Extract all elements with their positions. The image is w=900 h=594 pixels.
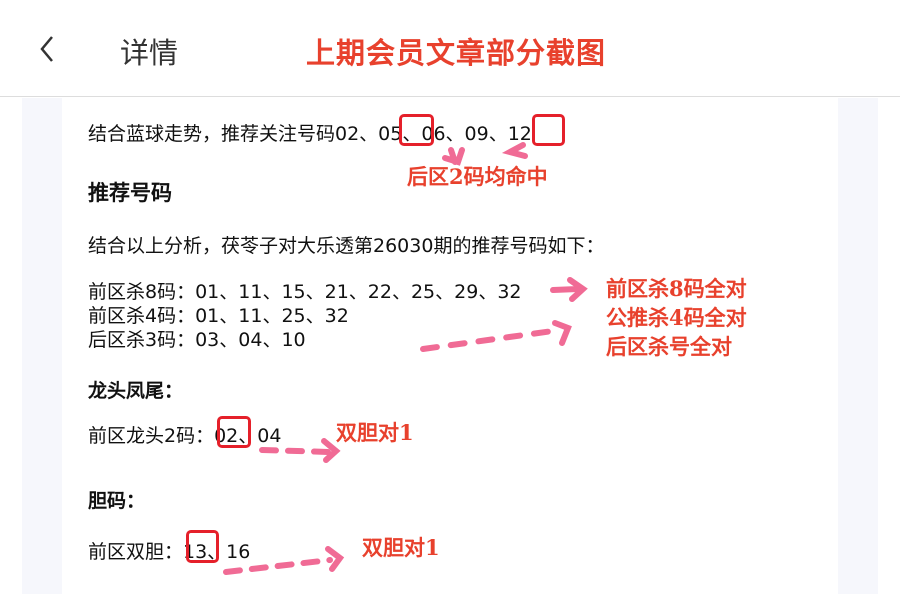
- highlight-box: [186, 530, 219, 563]
- annotation: 后区杀号全对: [606, 334, 732, 359]
- dragon-line: 前区龙头2码：02、04: [88, 425, 282, 447]
- header: 详情 上期会员文章部分截图: [0, 0, 900, 97]
- annotation: 公推杀4码全对: [606, 305, 747, 330]
- kill8-line: 前区杀8码：01、11、15、21、22、25、29、32: [88, 281, 522, 303]
- section-heading: 龙头凤尾：: [88, 380, 184, 402]
- dan-line: 前区双胆：13、16: [88, 541, 251, 563]
- side-margin: [838, 98, 878, 594]
- kill4-line: 前区杀4码：01、11、25、32: [88, 305, 349, 327]
- highlight-box: [399, 114, 434, 146]
- highlight-box: [217, 416, 251, 448]
- recommend-line: 结合蓝球走势，推荐关注号码02、05、06、09、12: [88, 123, 532, 145]
- highlight-box: [532, 114, 565, 146]
- section-heading: 胆码：: [88, 490, 146, 512]
- chevron-left-icon[interactable]: [34, 34, 64, 64]
- section-heading: 推荐号码: [88, 181, 172, 205]
- kill3-line: 后区杀3码：03、04、10: [88, 329, 306, 351]
- annotation: 双胆对1: [336, 420, 414, 445]
- annotation: 前区杀8码全对: [606, 276, 747, 301]
- banner-text: 上期会员文章部分截图: [306, 36, 607, 70]
- annotation: 双胆对1: [362, 535, 440, 560]
- annotation: 后区2码均命中: [407, 164, 548, 189]
- intro-text: 结合以上分析，茯苓子对大乐透第26030期的推荐号码如下：: [88, 235, 605, 257]
- page-title: 详情: [120, 36, 179, 70]
- side-margin: [22, 98, 62, 594]
